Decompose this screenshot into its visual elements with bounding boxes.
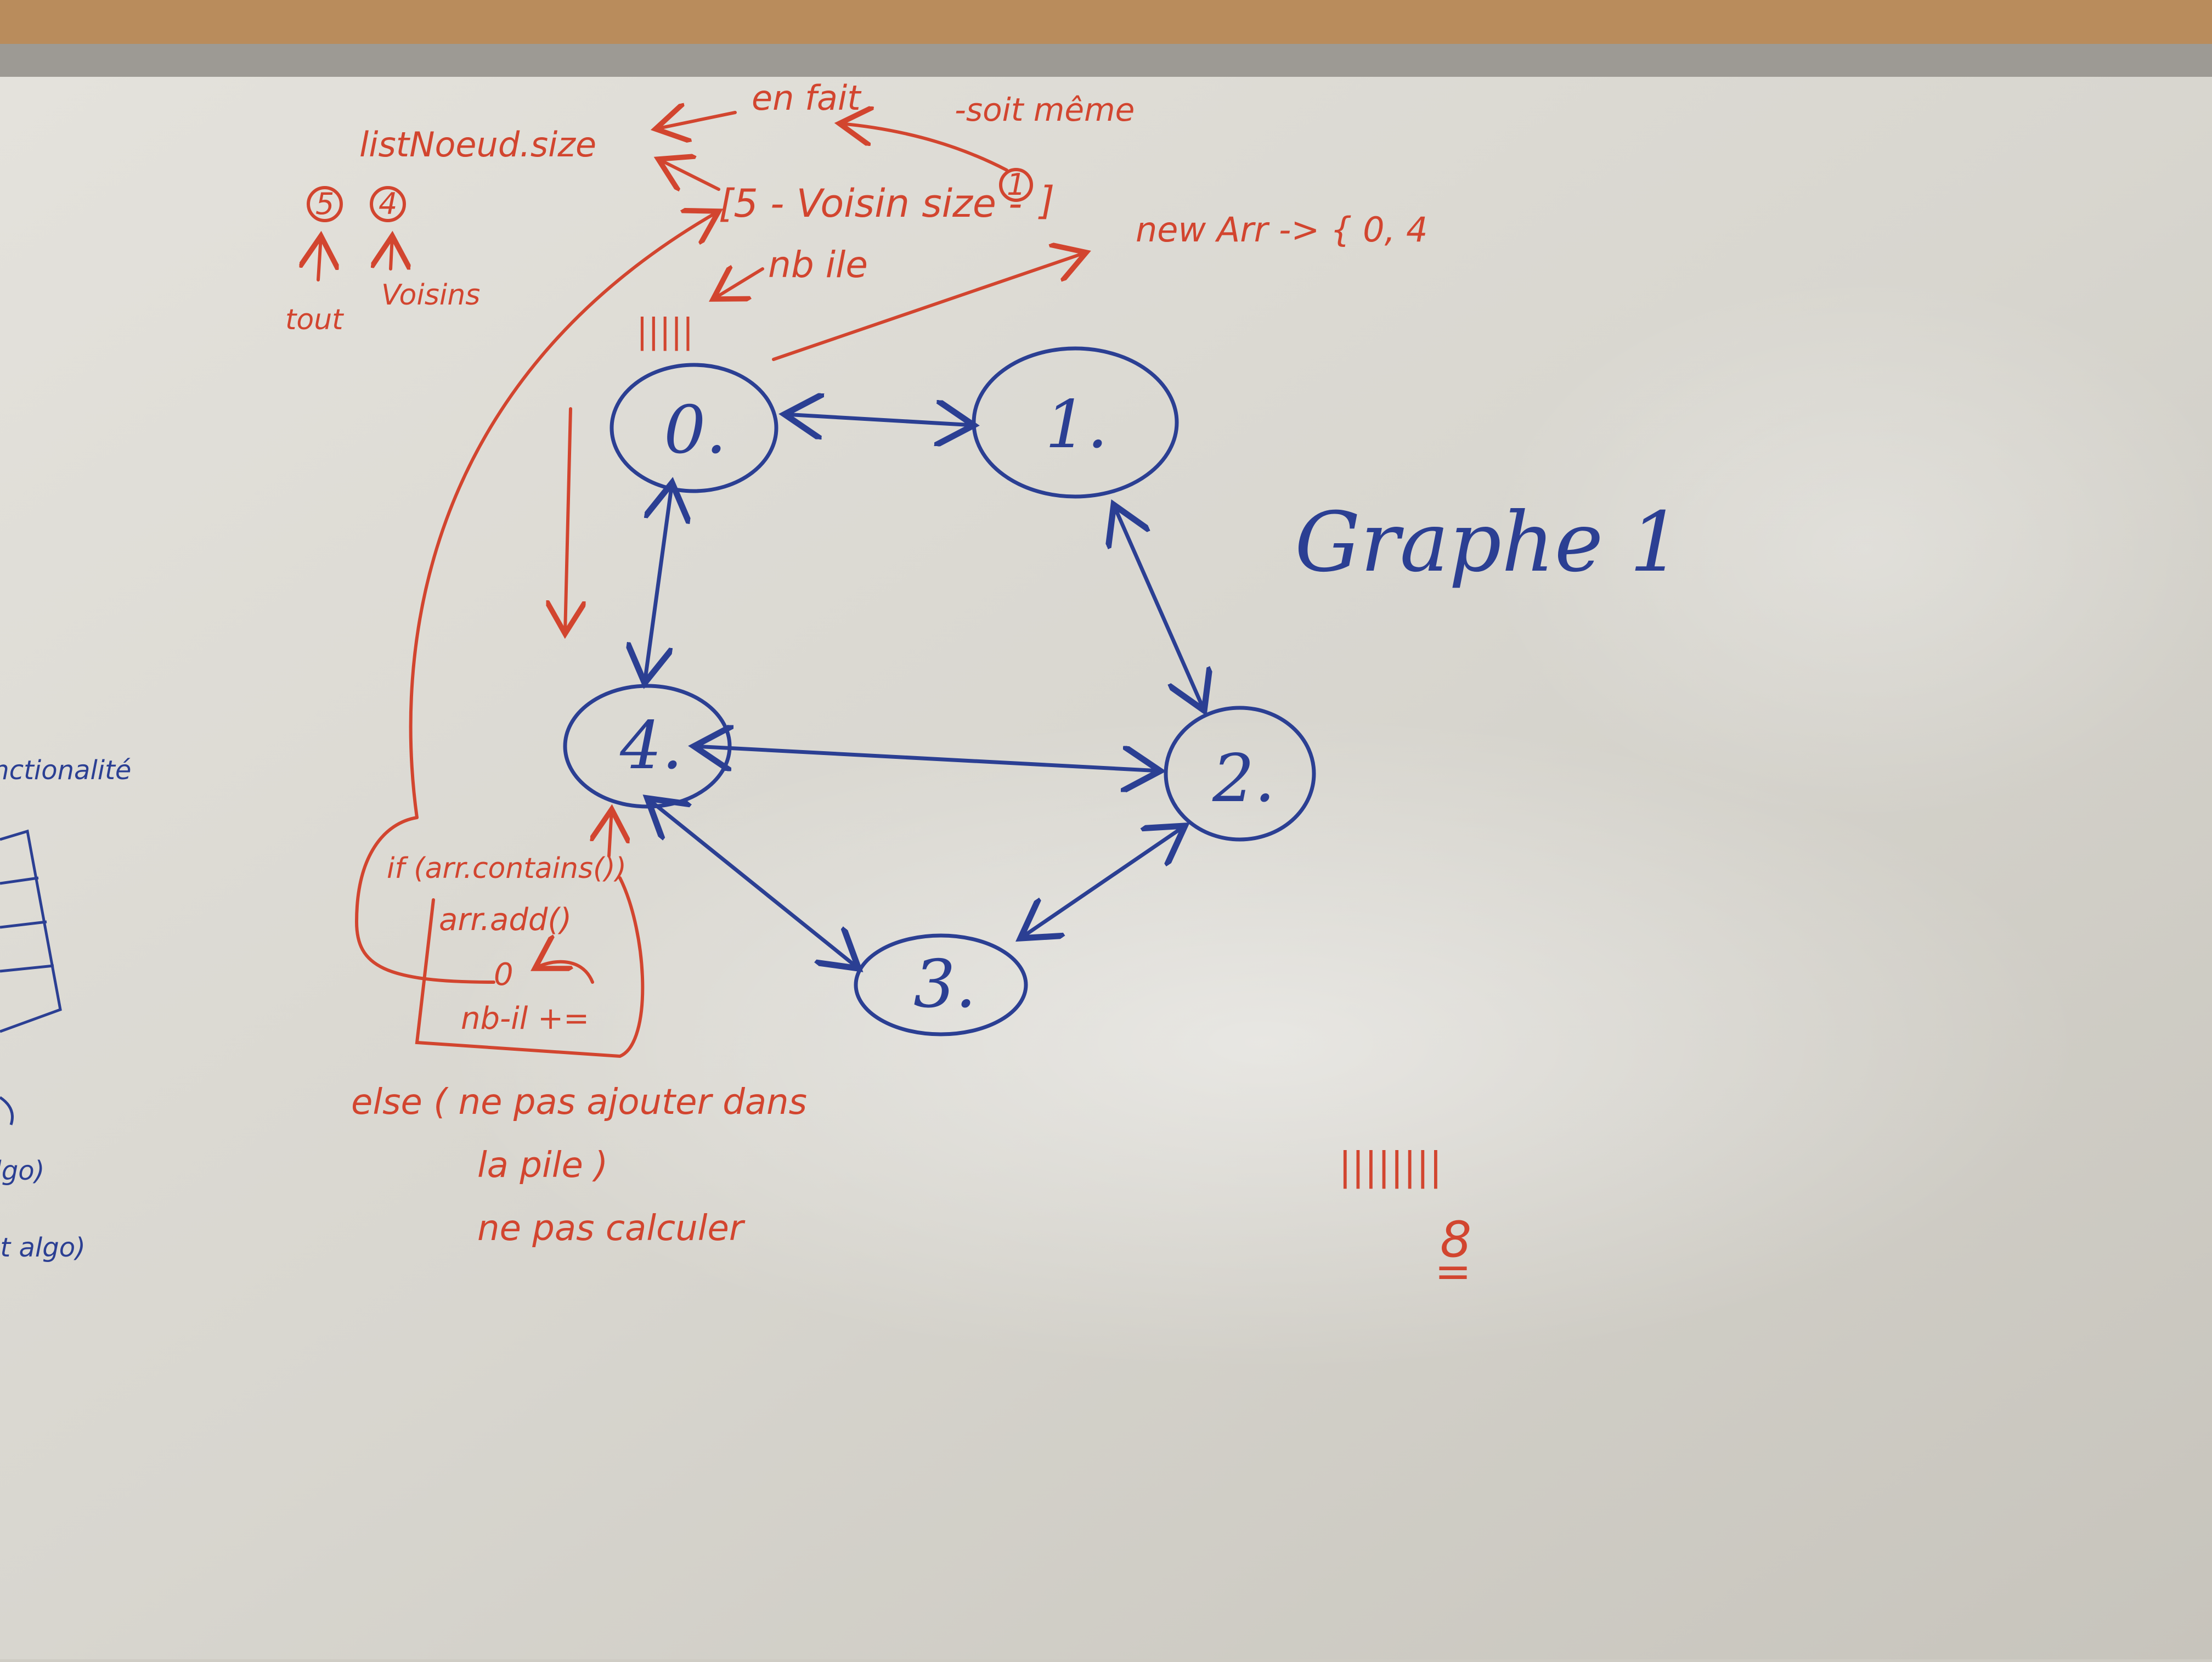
note-en-fait: en fait: [752, 78, 862, 118]
note-tally-top: |||||: [636, 311, 693, 352]
note-if-line: if (arr.contains()): [387, 852, 627, 885]
graph: [563, 346, 1316, 1036]
note-one: 1: [1007, 167, 1025, 202]
note-tout: tout: [285, 303, 344, 336]
edge-0-4: [645, 483, 672, 683]
arrow-up-four: [391, 236, 392, 271]
arrow-up-bracket: [658, 159, 720, 189]
arrow-soit-meme: [839, 123, 1008, 172]
left-edge: fonctionalité algo) nt algo): [0, 755, 131, 1263]
light-glare-2: [1481, 274, 2212, 823]
node-2-label: 2.: [1212, 741, 1276, 817]
edge-4-2: [694, 746, 1160, 771]
left-table: [0, 829, 62, 1125]
circle-one: [999, 168, 1033, 202]
arrow-new-arr: [772, 252, 1086, 361]
note-four: 4: [379, 187, 397, 221]
block-bracket: [415, 876, 645, 1058]
arrow-up-five: [318, 236, 321, 281]
edge-0-1: [785, 414, 974, 425]
edge-2-3: [1020, 826, 1185, 938]
circle-five: [307, 186, 343, 222]
note-eight: 8: [1440, 1211, 1471, 1269]
note-la-pile: la pile ): [477, 1145, 608, 1186]
node-3-label: 3.: [913, 947, 977, 1023]
note-voisins: Voisins: [381, 279, 480, 312]
note-ne-pas-calculer: ne pas calculer: [477, 1208, 746, 1249]
red-strokes: [307, 112, 1086, 1058]
node-3-circle: [854, 933, 1028, 1036]
note-tally-bottom: ||||||||: [1339, 1144, 1442, 1189]
note-list-size: listNoeud.size: [359, 125, 596, 165]
arrow-en-fait: [656, 112, 737, 129]
wood-frame: [0, 0, 2212, 44]
node-4-label: 4.: [619, 708, 683, 784]
left-algo2: nt algo): [0, 1232, 86, 1263]
circle-four: [370, 186, 406, 222]
arrow-down-4: [565, 407, 571, 634]
note-zero: 0: [494, 957, 514, 993]
note-five: 5: [315, 187, 334, 221]
note-eq: =: [1435, 1246, 1471, 1297]
red-notes: listNoeud.size en fait -soit même 5 4 [5…: [285, 78, 1471, 1297]
note-bracket: ]: [1038, 178, 1054, 223]
note-new-arr: new Arr -> { 0, 4: [1136, 210, 1427, 250]
note-nb-ile: nb ile: [768, 244, 868, 286]
left-fonctionalite: fonctionalité: [0, 755, 131, 786]
node-1-label: 1.: [1045, 387, 1108, 463]
loop-back-curve: [409, 211, 719, 819]
if-brace: [354, 816, 495, 984]
small-arrow-zero: [535, 962, 594, 984]
left-algo1: algo): [0, 1156, 44, 1186]
board-edge: [0, 44, 2212, 82]
node-0-circle: [610, 363, 778, 493]
note-soit-meme: -soit même: [955, 91, 1135, 128]
up-arrows-4: [609, 809, 612, 858]
node-0-label: 0.: [664, 392, 727, 469]
edge-1-2: [1114, 505, 1204, 711]
board-title: Graphe 1: [1295, 495, 1681, 590]
note-nb-il: nb-il +=: [461, 1001, 589, 1036]
edge-4-3: [647, 798, 859, 968]
note-arr-add: arr.add(): [439, 902, 572, 938]
note-else-line: else ( ne pas ajouter dans: [351, 1082, 807, 1123]
note-voisin-size: [5 - Voisin size -: [719, 181, 1022, 226]
arrow-nb-ile: [713, 269, 764, 299]
